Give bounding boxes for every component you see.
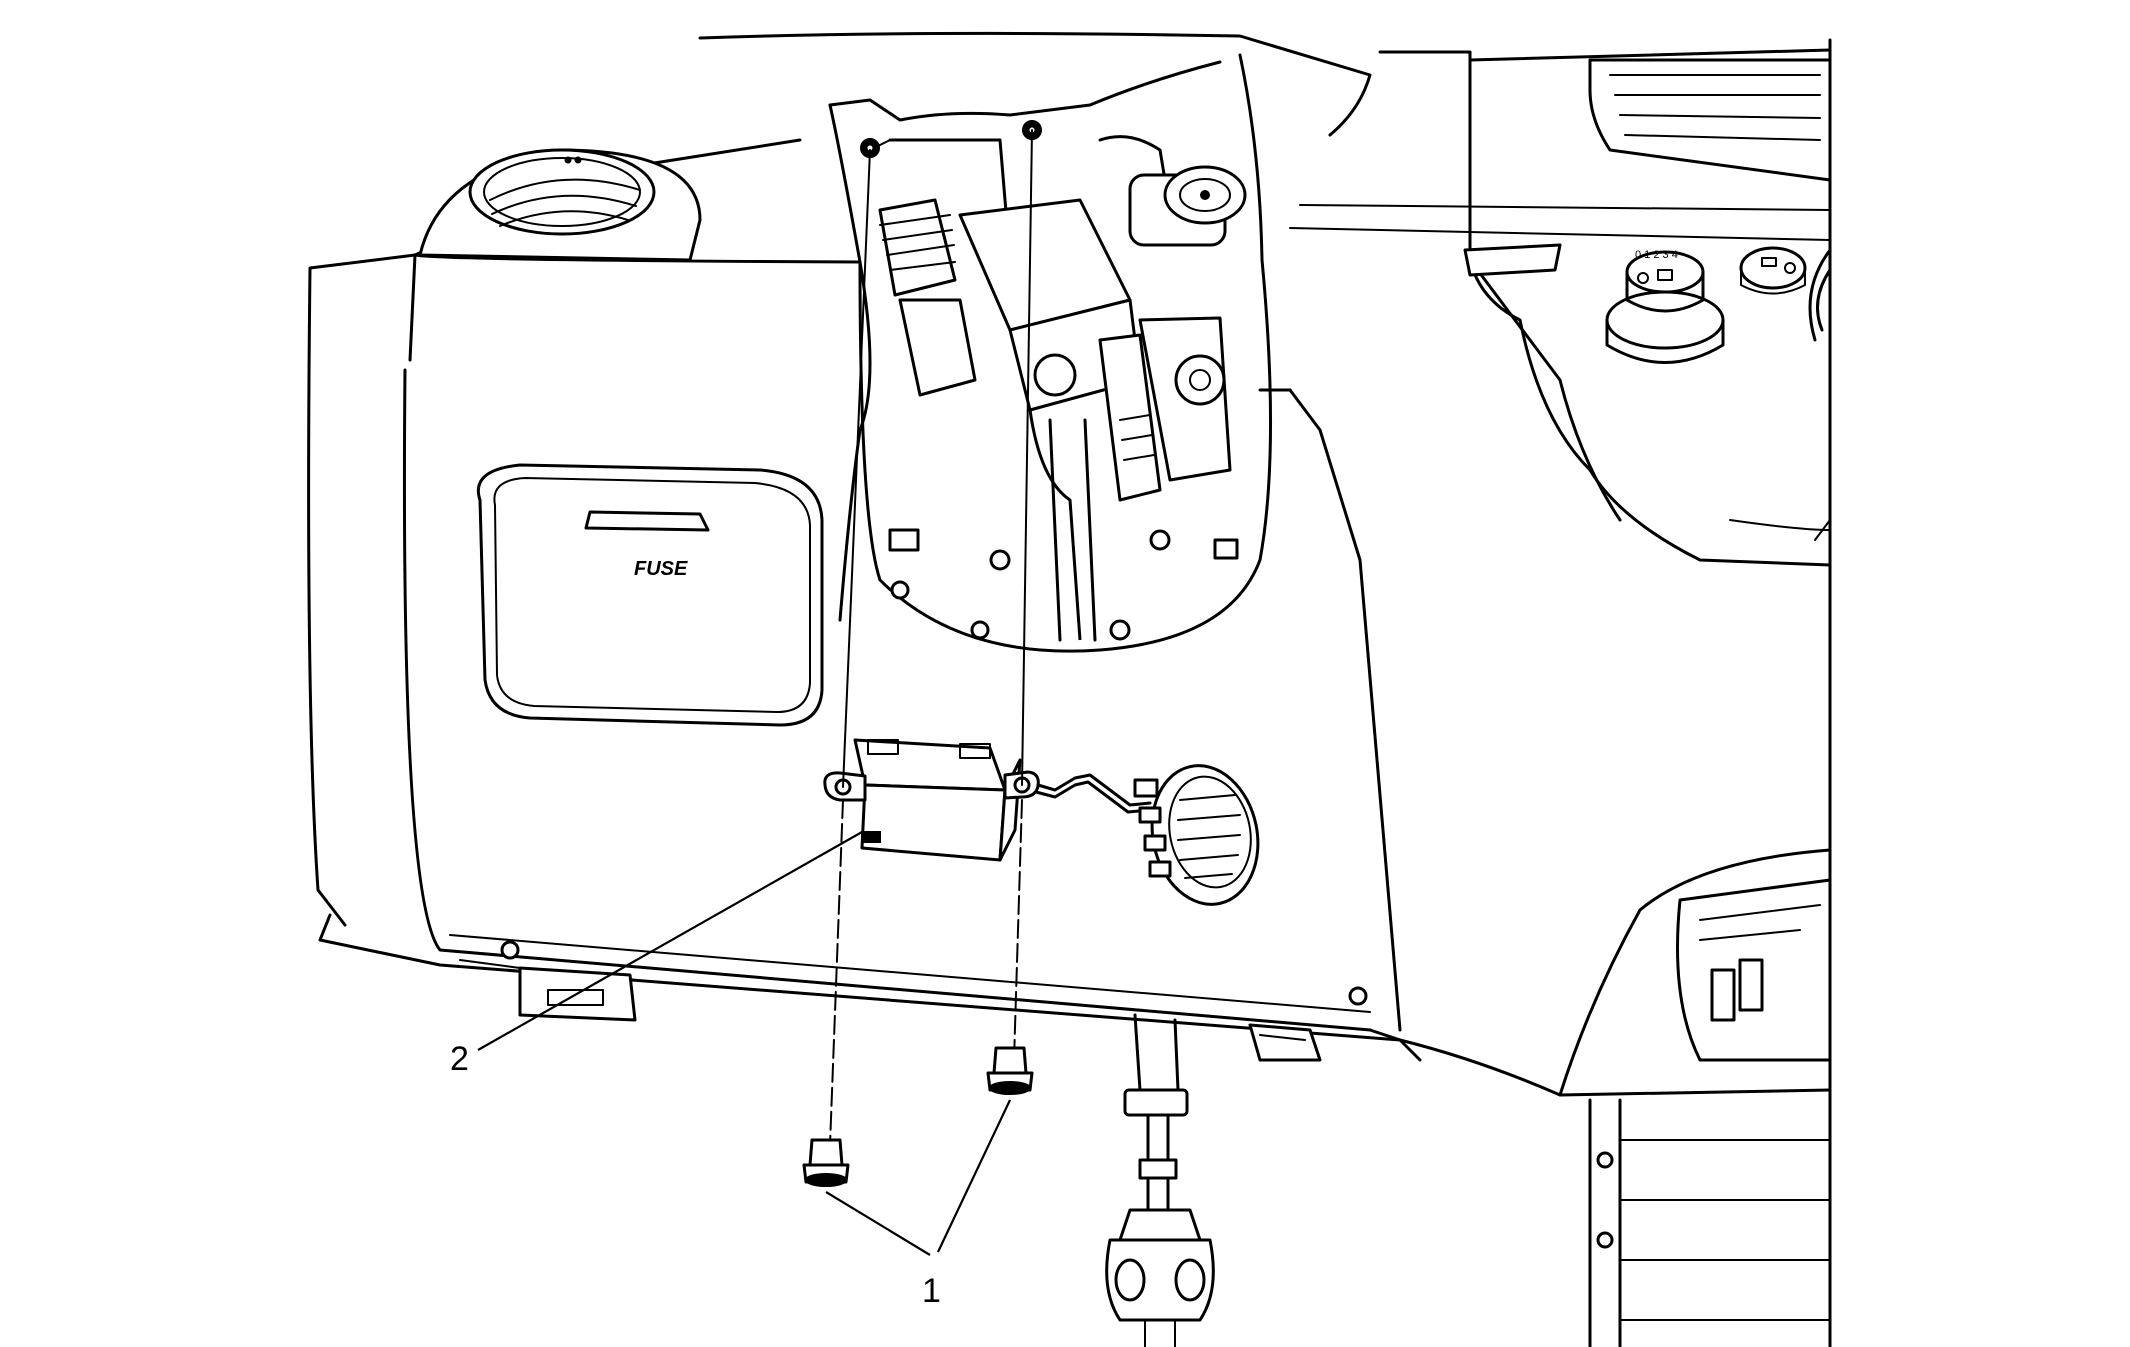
callout-2: 2 bbox=[450, 1040, 469, 1078]
steering-column-assembly bbox=[828, 60, 1247, 642]
center-air-vent bbox=[1808, 248, 1832, 342]
harness-connector-ring bbox=[1133, 764, 1260, 906]
brake-pedal-bracket bbox=[1248, 1023, 1322, 1062]
callout-leaders bbox=[477, 831, 1011, 1256]
intermediate-steering-shaft bbox=[1105, 1013, 1215, 1347]
fuse-access-cover: FUSE bbox=[477, 463, 824, 727]
center-console-lower bbox=[1398, 38, 1832, 1347]
left-air-vent bbox=[418, 148, 702, 262]
fan-dial-numbers: 0 1 2 3 4 bbox=[1635, 249, 1678, 261]
rear-defrost-button bbox=[1739, 246, 1807, 295]
sensing-module bbox=[823, 738, 1152, 862]
steering-column-opening bbox=[828, 53, 1272, 653]
fan-speed-dial: 0 1 2 3 4 bbox=[1605, 249, 1725, 364]
installation-lines bbox=[829, 129, 1033, 1146]
fuse-label: FUSE bbox=[634, 558, 688, 580]
fastener-bolt-right bbox=[986, 1046, 1034, 1095]
knee-bolster-panel bbox=[307, 253, 1422, 1062]
callout-1: 1 bbox=[922, 1272, 941, 1310]
right-dash-panel bbox=[1463, 48, 1832, 567]
fastener-bolt-left bbox=[802, 1138, 850, 1187]
